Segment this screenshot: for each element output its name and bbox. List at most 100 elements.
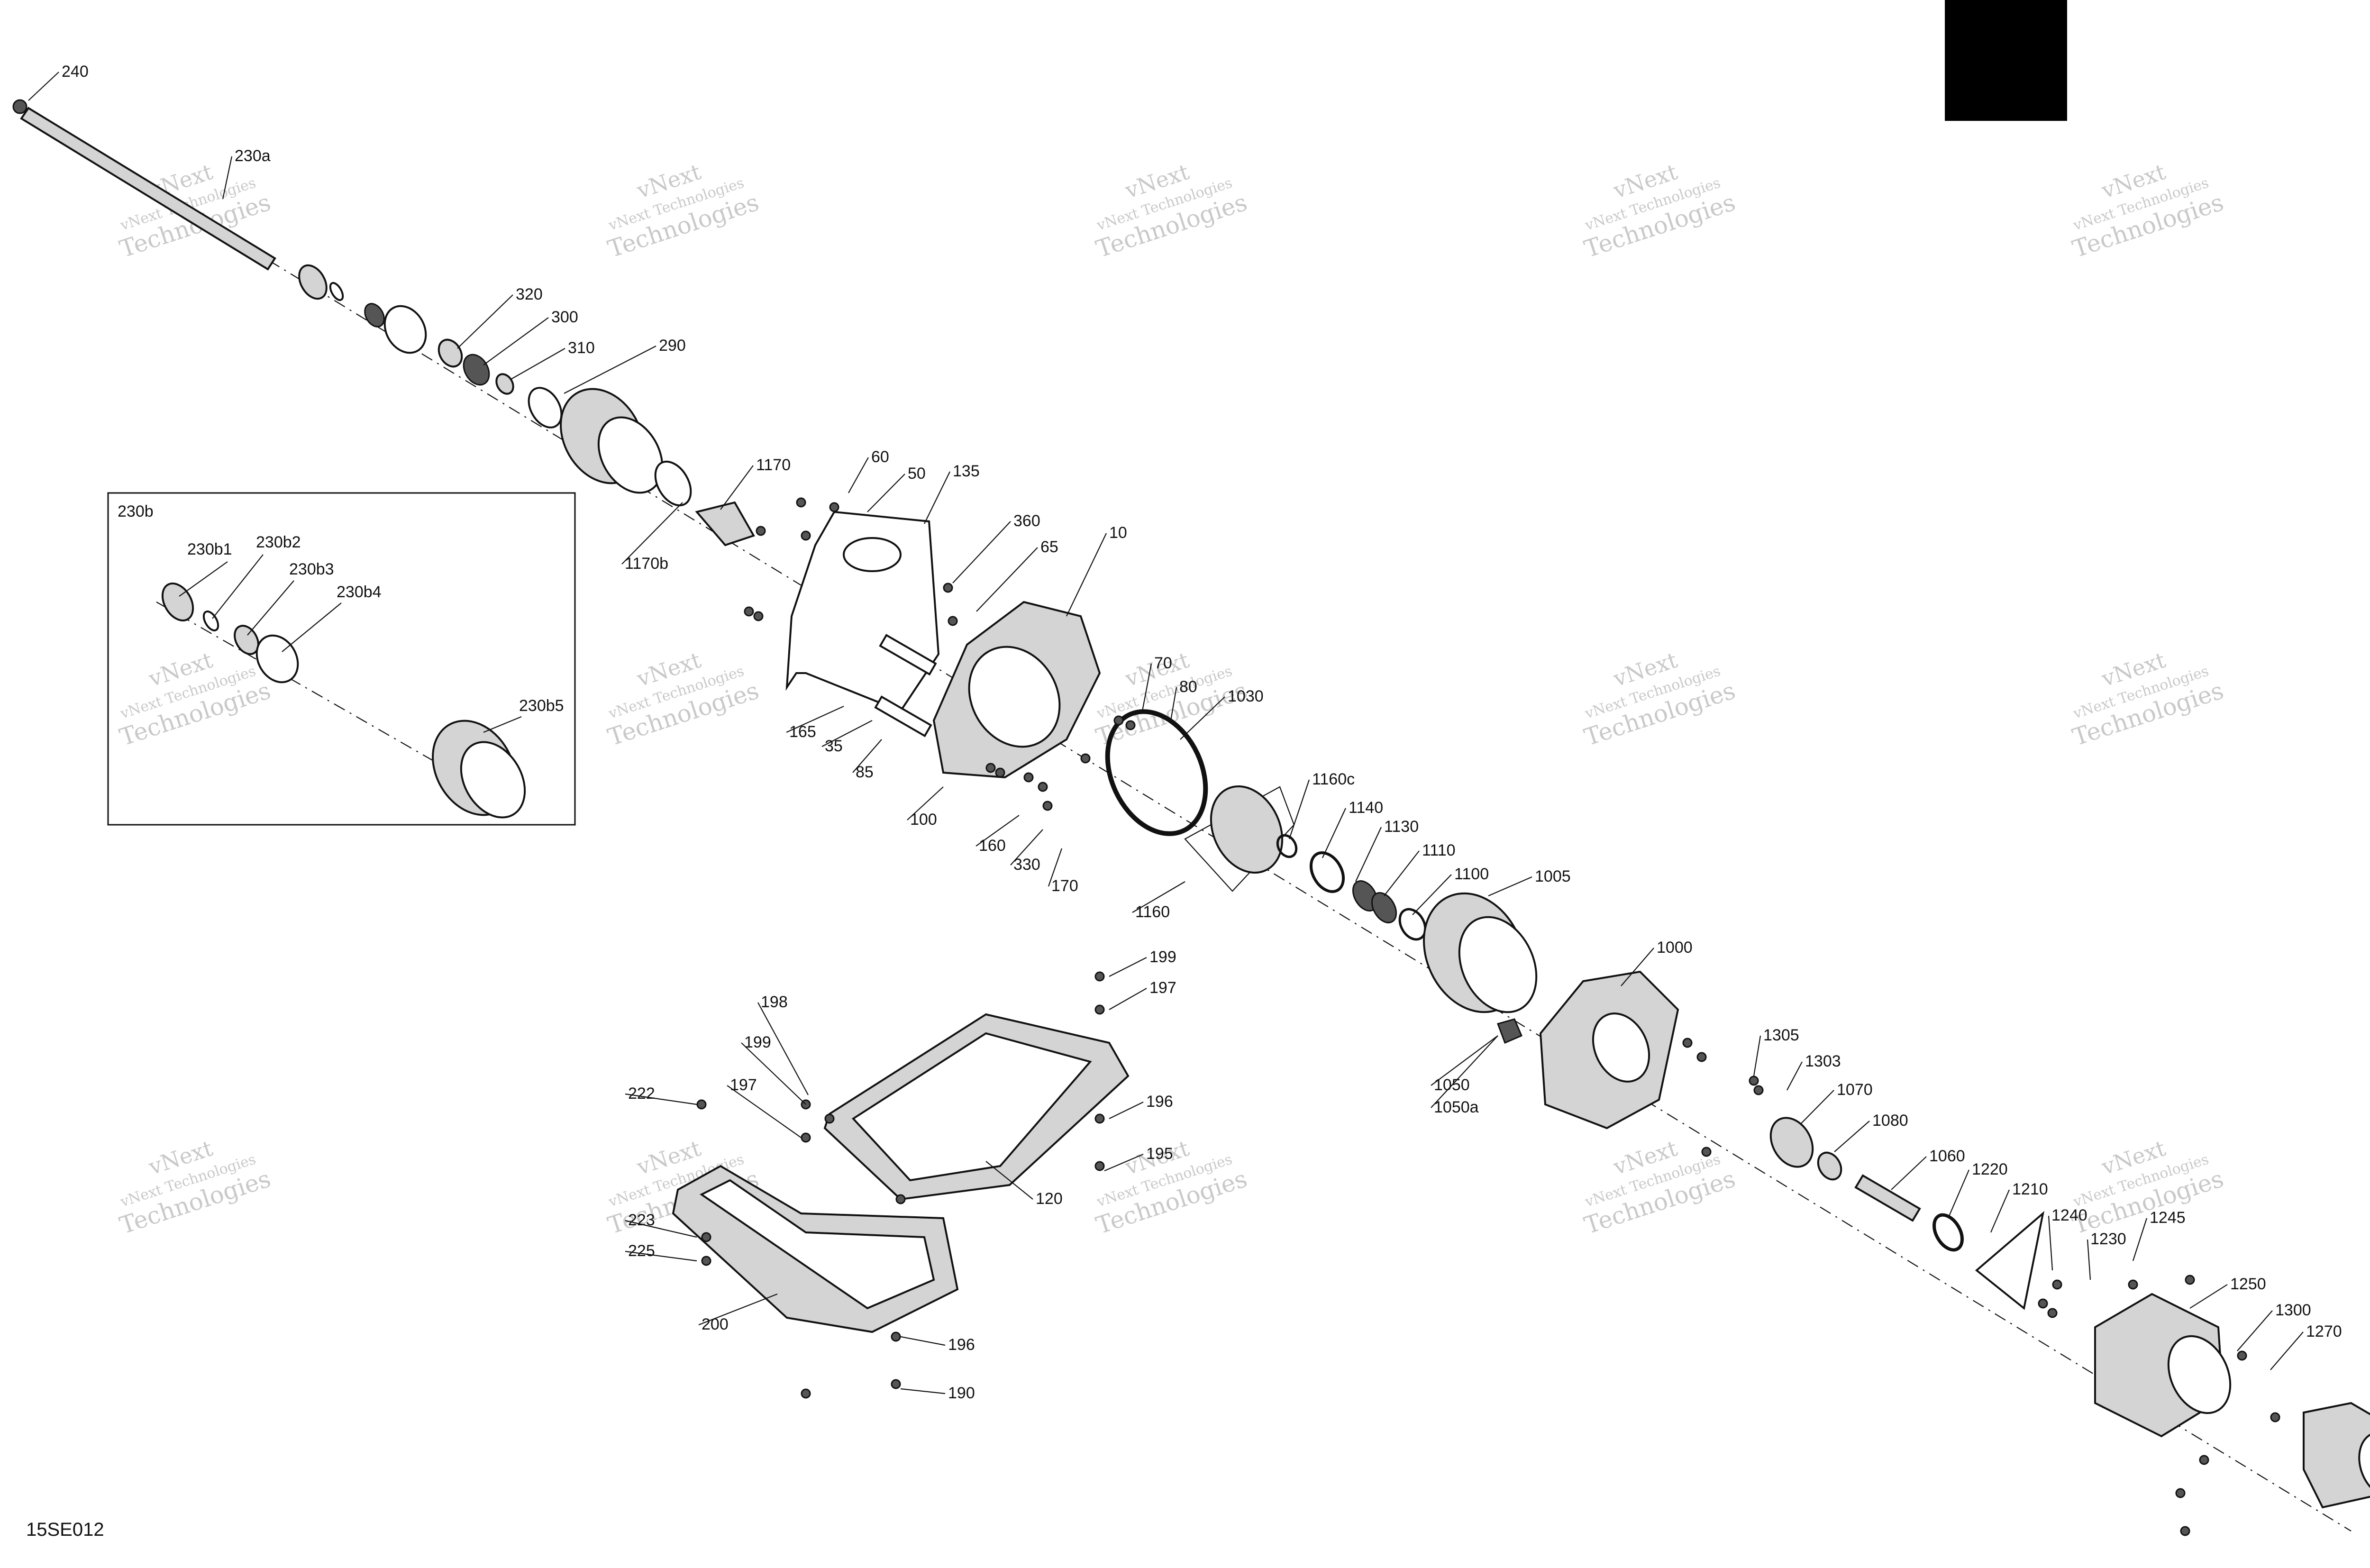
label-196a: 196 (1146, 1093, 1173, 1111)
part-300 (463, 354, 490, 386)
fastener (701, 1232, 711, 1242)
label-1170b: 1170b (625, 555, 668, 573)
fastener (895, 1194, 906, 1204)
fastener (801, 1388, 811, 1399)
label-165: 165 (789, 723, 816, 741)
leader-line (976, 547, 1038, 612)
fastener (1094, 1161, 1105, 1171)
leader-line (1431, 1035, 1498, 1108)
label-1220: 1220 (1972, 1160, 2008, 1178)
leader-line (757, 1002, 809, 1095)
label-290: 290 (659, 337, 686, 355)
part-1060 (1854, 1174, 1921, 1222)
leader-line (2237, 1310, 2273, 1351)
label-70: 70 (1154, 654, 1172, 672)
fastener (985, 763, 996, 773)
fastener (1094, 1113, 1105, 1124)
label-1240: 1240 (2051, 1206, 2087, 1224)
leader-line (900, 1336, 946, 1346)
label-50: 50 (908, 465, 926, 483)
page-tab-marker (1945, 0, 2067, 121)
fastener (2175, 1488, 2186, 1498)
label-230b1: 230b1 (187, 540, 232, 558)
leader-line (1170, 687, 1177, 721)
label-230a: 230a (235, 147, 271, 165)
label-230b2: 230b2 (256, 533, 301, 551)
fastener (2047, 1308, 2058, 1318)
leader-line (907, 786, 944, 820)
leader-line (1288, 779, 1310, 839)
label-240: 240 (62, 63, 89, 81)
fastener (801, 1132, 811, 1143)
fastener (2199, 1455, 2209, 1465)
leader-line (222, 156, 233, 200)
part-1170 (695, 501, 755, 547)
fastener (2185, 1275, 2195, 1285)
diagram-code: 15SE012 (26, 1519, 104, 1540)
label-196b: 196 (948, 1336, 975, 1354)
leader-line (625, 1220, 697, 1238)
fastener (1749, 1076, 1759, 1086)
leader-line (2048, 1215, 2053, 1271)
leader-line (1180, 696, 1225, 740)
leader-line (1384, 850, 1420, 896)
label-198: 198 (761, 993, 788, 1011)
part-1250-venturi (2094, 1293, 2232, 1438)
leader-line (698, 1293, 778, 1326)
leader-line (1801, 1090, 1834, 1124)
label-1303: 1303 (1805, 1052, 1841, 1070)
leader-line (1066, 533, 1107, 617)
label-80: 80 (1179, 678, 1197, 696)
label-100: 100 (910, 811, 937, 829)
leader-line (900, 1388, 946, 1395)
rear-shaft-parts (1769, 1117, 2045, 1310)
label-1060: 1060 (1929, 1147, 1965, 1165)
part-230b5 (432, 720, 526, 819)
label-197b: 197 (730, 1076, 757, 1094)
part-240 (12, 99, 27, 114)
fastener (829, 502, 839, 512)
label-1050a: 1050a (1434, 1098, 1479, 1116)
part-1080 (1817, 1151, 1842, 1181)
label-1050: 1050 (1434, 1076, 1470, 1094)
part-230b1 (161, 583, 194, 621)
label-360: 360 (1013, 512, 1040, 530)
upper-shaft-parts (298, 264, 755, 547)
label-230b5: 230b5 (519, 697, 564, 715)
fastener (801, 530, 811, 541)
label-1170: 1170 (756, 456, 791, 474)
part-290-boot (560, 388, 664, 494)
label-1305: 1305 (1763, 1026, 1799, 1044)
part-1160-impeller (1184, 785, 1295, 892)
leader-line (1355, 827, 1382, 882)
fastener (1125, 720, 1136, 730)
fastener (1753, 1085, 1764, 1095)
leader-line (28, 72, 59, 101)
label-200: 200 (702, 1315, 729, 1333)
fastener (1696, 1052, 1707, 1062)
fastener (891, 1331, 901, 1342)
leader-line (975, 815, 1020, 847)
label-1130: 1130 (1384, 818, 1419, 836)
label-1000: 1000 (1657, 939, 1693, 957)
label-170: 170 (1051, 877, 1078, 895)
label-1070: 1070 (1837, 1081, 1873, 1099)
part-1005-liner (1423, 892, 1538, 1013)
part-200-intake-grate (672, 1165, 959, 1333)
leader-line (483, 317, 549, 365)
leader-line (625, 1250, 697, 1262)
inset-title: 230b (118, 502, 154, 520)
label-160: 160 (979, 837, 1006, 855)
leader-line (821, 720, 873, 747)
leader-line (848, 457, 869, 493)
fastener (1701, 1147, 1712, 1157)
label-1270: 1270 (2306, 1322, 2342, 1340)
